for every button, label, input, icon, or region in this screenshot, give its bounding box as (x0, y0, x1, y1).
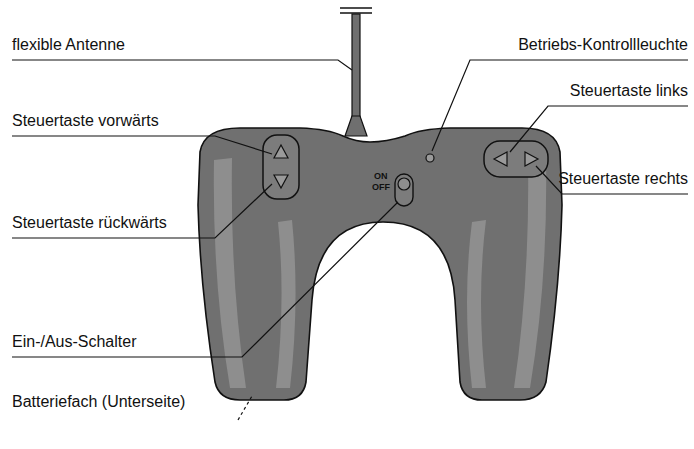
antenna (340, 8, 372, 136)
leader-lines (12, 60, 688, 420)
part-label: Steuertaste vorwärts (12, 111, 159, 131)
leader-line (12, 60, 352, 70)
power-switch (395, 174, 413, 206)
arrow-down (274, 175, 288, 188)
leader-line (536, 166, 688, 194)
grip-stripe (214, 158, 246, 388)
part-label: Ein-/Aus-Schalter (12, 332, 137, 352)
part-label: Steuertaste rechts (558, 169, 688, 189)
part-label: Batteriefach (Unterseite) (12, 392, 185, 412)
forward-backward-button (263, 135, 299, 199)
part-label: flexible Antenne (12, 35, 125, 55)
leader-line (12, 202, 398, 357)
switch-marking: OFF (372, 182, 390, 192)
arrow-up (274, 145, 288, 158)
grip-stripe (276, 220, 296, 388)
grip-stripe (514, 158, 546, 388)
part-label: Betriebs-Kontrollleuchte (518, 35, 688, 55)
part-label: Steuertaste links (570, 81, 688, 101)
controller-body (198, 128, 562, 400)
left-right-button (484, 141, 548, 177)
leader-line (12, 136, 272, 154)
leader-line (12, 184, 272, 238)
arrow-left (494, 152, 507, 166)
switch-marking: ON (374, 171, 388, 181)
status-led (426, 154, 434, 162)
switch-knob (398, 178, 410, 190)
leader-line (238, 396, 252, 420)
grip-stripe (467, 220, 486, 388)
leader-line (510, 106, 688, 152)
leader-line (432, 60, 688, 151)
part-label: Steuertaste rückwärts (12, 213, 167, 233)
arrow-right (525, 152, 538, 166)
